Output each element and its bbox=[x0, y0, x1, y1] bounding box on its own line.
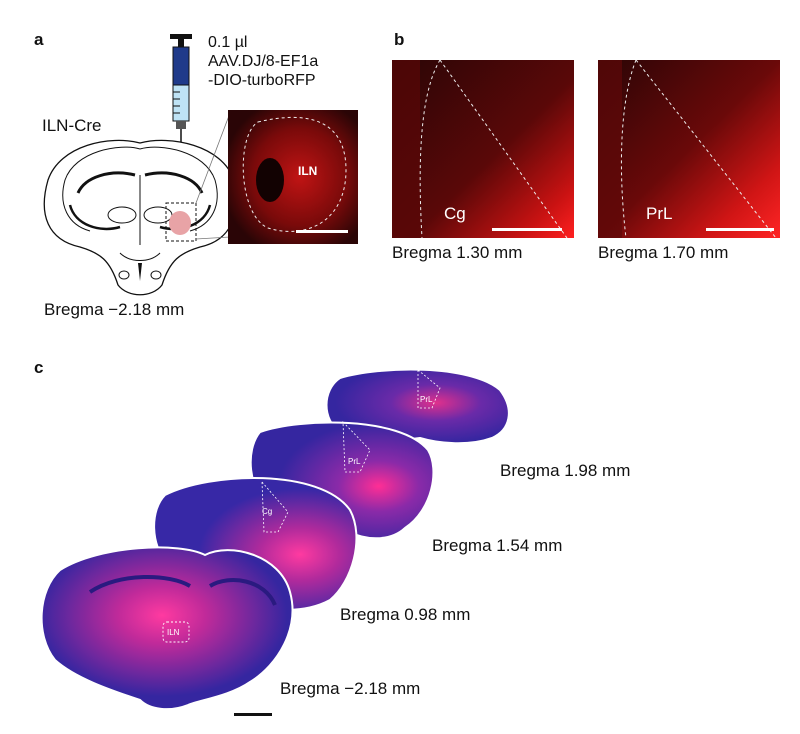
section-3-bregma-label: Bregma 0.98 mm bbox=[340, 605, 471, 624]
cg-fluorescence-image: Cg bbox=[392, 60, 574, 238]
virus-name-line1: AAV.DJ/8-EF1a bbox=[208, 53, 319, 70]
injection-site bbox=[169, 211, 191, 235]
mouse-line-label: ILN-Cre bbox=[42, 116, 102, 135]
section-4-region-label: ILN bbox=[167, 628, 180, 637]
section-1-region-label: PrL bbox=[420, 395, 433, 404]
panel-c-scale-bar bbox=[234, 713, 272, 716]
section-3-region-label: Cg bbox=[262, 507, 272, 516]
prl-region-label: PrL bbox=[646, 204, 673, 223]
iln-inset-label: ILN bbox=[298, 164, 318, 178]
section-bregma-minus-2.18: ILN bbox=[40, 546, 294, 711]
panel-a-letter: a bbox=[34, 30, 44, 49]
serial-section-stack: PrL PrL Cg ILN bbox=[40, 368, 510, 716]
injection-volume-label: 0.1 µl bbox=[208, 34, 248, 51]
section-2-region-label: PrL bbox=[348, 457, 361, 466]
cg-bregma-label: Bregma 1.30 mm bbox=[392, 243, 523, 262]
virus-name-line2: -DIO-turboRFP bbox=[208, 72, 316, 89]
cg-region-label: Cg bbox=[444, 204, 466, 223]
inset-connector bbox=[195, 112, 231, 240]
panel-c-letter: c bbox=[34, 358, 44, 377]
iln-fluorescence-inset: ILN bbox=[228, 110, 358, 244]
section-4-bregma-label: Bregma −2.18 mm bbox=[280, 679, 421, 698]
inset-box bbox=[165, 202, 197, 242]
section-2-bregma-label: Bregma 1.54 mm bbox=[432, 536, 563, 555]
panel-b-letter: b bbox=[394, 30, 405, 49]
prl-fluorescence-image: PrL bbox=[598, 60, 780, 238]
section-1-bregma-label: Bregma 1.98 mm bbox=[500, 461, 631, 480]
prl-bregma-label: Bregma 1.70 mm bbox=[598, 243, 729, 262]
panel-a-bregma: Bregma −2.18 mm bbox=[44, 300, 185, 319]
